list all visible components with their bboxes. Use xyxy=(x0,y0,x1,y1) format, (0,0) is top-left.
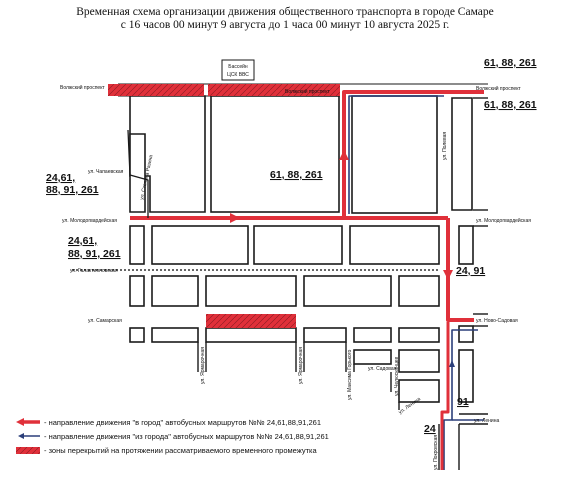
label-galaktionovskaya: ул. Галактионовская xyxy=(70,268,118,274)
landmark-line-1: Бассейн xyxy=(228,63,248,70)
route-label-left-lower-2: 88, 91, 261 xyxy=(68,248,121,260)
route-label-bottom-91: 91 xyxy=(457,396,469,408)
block-row3-3 xyxy=(205,275,297,307)
block-low-1 xyxy=(353,349,392,365)
label-sadovaya: ул. Садовая xyxy=(368,366,397,372)
block-row2-1 xyxy=(129,225,145,265)
route-label-top-right-a: 61, 88, 261 xyxy=(484,57,537,69)
route-label-center: 61, 88, 261 xyxy=(270,169,323,181)
legend-from-city-text: - направление движения "из города" автоб… xyxy=(44,432,329,441)
route-right-red-lower xyxy=(440,322,450,470)
block-row4-2 xyxy=(151,327,199,343)
arrow-molodog-right xyxy=(230,213,240,223)
closure-volzhsky-mid xyxy=(208,84,340,96)
route-label-bottom-24: 24 xyxy=(424,423,436,435)
route-lines xyxy=(127,90,484,470)
legend-from-city-arrow xyxy=(18,433,24,439)
arrow-right-down xyxy=(443,270,453,280)
legend-to-city-arrow xyxy=(16,418,24,426)
arrow-blue-up xyxy=(449,360,455,367)
legend-to-city-text: - направление движения "в город" автобус… xyxy=(44,418,321,427)
block-low-4 xyxy=(458,349,474,403)
legend-closure-swatch xyxy=(16,447,40,454)
block-row2-5 xyxy=(458,225,474,265)
legend: - направление движения "в город" автобус… xyxy=(16,418,329,455)
route-center-blue xyxy=(348,95,444,214)
block-row4-1 xyxy=(129,327,145,343)
map-title: Временная схема организации движения общ… xyxy=(0,6,570,32)
label-molodog-right: ул. Молодогвардейская xyxy=(476,217,531,224)
route-label-top-right-b: 61, 88, 261 xyxy=(484,99,537,111)
block-row3-1 xyxy=(129,275,145,307)
label-chelyuskintsev: ул. Челюскинцев xyxy=(394,356,400,396)
block-top-left-2 xyxy=(210,95,340,213)
street-labels: Волжский проспект Волжский проспект Волж… xyxy=(60,84,531,470)
label-volzhsky-left: Волжский проспект xyxy=(60,84,105,91)
route-center-red xyxy=(342,90,448,218)
block-low-2 xyxy=(398,349,440,373)
label-chapaevskaya: ул. Чапаевская xyxy=(88,169,124,175)
closure-samarskaya xyxy=(206,314,296,328)
city-blocks xyxy=(118,83,488,470)
block-low-3 xyxy=(398,379,440,403)
landmark-box xyxy=(221,59,255,81)
route-label-right-mid: 24, 91 xyxy=(456,265,485,277)
block-row2-2 xyxy=(151,225,249,265)
label-lenina-right: ул. Ленина xyxy=(474,418,499,424)
block-row4-3 xyxy=(205,327,297,343)
route-label-left-lower-1: 24,61, xyxy=(68,235,97,247)
block-row3-4 xyxy=(303,275,392,307)
block-row2-3 xyxy=(253,225,343,265)
label-gorkogo: ул. Максима Горького xyxy=(347,349,353,400)
arrow-center-up xyxy=(339,150,349,160)
route-label-left-upper-2: 88, 91, 261 xyxy=(46,184,99,196)
block-row4-4 xyxy=(303,327,347,343)
label-yarmarochnaya-2: ул. Ярмарочная xyxy=(298,347,304,384)
block-top-far-left xyxy=(129,133,146,213)
block-top-center xyxy=(351,95,438,214)
title-line-2: с 16 часов 00 минут 9 августа до 1 часа … xyxy=(120,19,450,31)
label-polevaya: ул. Полевая xyxy=(442,132,448,160)
block-top-right xyxy=(451,97,473,211)
block-row3-5 xyxy=(398,275,440,307)
label-novo-sadovaya: ул. Ново-Садовая xyxy=(476,318,518,324)
label-volzhsky-right: Волжский проспект xyxy=(476,85,521,92)
direction-arrows xyxy=(230,150,455,367)
block-row3-2 xyxy=(151,275,199,307)
label-yarmarochnaya-1: ул. Ярмарочная xyxy=(200,347,206,384)
label-samarskaya: ул. Самарская xyxy=(88,318,122,324)
route-razina-red xyxy=(127,129,149,218)
label-molodog-left: ул. Молодогвардейская xyxy=(62,217,117,224)
legend-closure-text: - зоны перекрытий на протяжении рассматр… xyxy=(44,446,317,455)
block-row4-5 xyxy=(353,327,392,343)
block-row4-6 xyxy=(398,327,440,343)
closure-zones xyxy=(108,84,340,328)
landmark-line-2: ЦСК ВВС xyxy=(227,72,249,78)
block-row4-7 xyxy=(458,325,474,343)
route-right-red xyxy=(446,218,474,322)
block-row2-4 xyxy=(349,225,440,265)
closure-volzhsky-left xyxy=(108,84,204,96)
route-labels: 61, 88, 261 61, 88, 261 61, 88, 261 24,6… xyxy=(46,57,537,435)
route-label-left-upper-1: 24,61, xyxy=(46,172,75,184)
title-line-1: Временная схема организации движения общ… xyxy=(76,6,494,18)
label-volzhsky-mid: Волжский проспект xyxy=(285,88,330,95)
label-pokrovskaya: ул. Покровская xyxy=(433,435,439,470)
